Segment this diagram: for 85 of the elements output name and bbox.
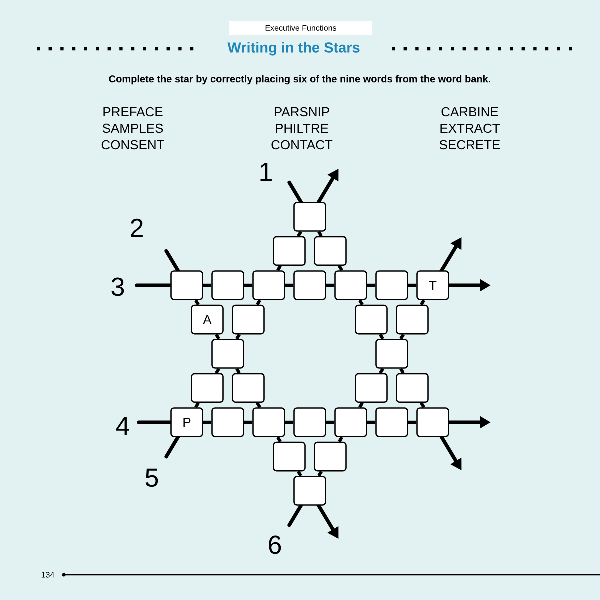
connector-bar — [358, 402, 364, 408]
connector-bar — [338, 265, 344, 272]
letter-box — [252, 270, 286, 300]
connector-bar — [256, 402, 262, 408]
connector-bar — [244, 420, 253, 424]
letter-box — [170, 270, 204, 300]
connector-bar — [379, 368, 384, 374]
word-bank-word: EXTRACT — [440, 124, 500, 134]
connector-bar — [236, 368, 241, 374]
connector-bar — [326, 284, 335, 288]
letter-box — [376, 270, 408, 300]
letter-box — [416, 408, 450, 438]
connector-bar — [420, 300, 426, 306]
letter-box — [273, 236, 306, 266]
letter-box — [232, 373, 265, 404]
title: Writing in the Stars — [228, 42, 360, 56]
letter-box — [294, 270, 326, 300]
connector-bar — [244, 284, 253, 288]
letter-box — [294, 476, 326, 506]
connector-bar — [194, 300, 200, 306]
connector-bar — [256, 300, 262, 306]
letter-box — [376, 339, 408, 369]
letter-box — [212, 270, 244, 300]
letter-box — [334, 408, 368, 438]
clue-number: 4 — [116, 417, 130, 435]
letter-box — [355, 304, 388, 335]
connector-bar — [400, 334, 405, 340]
connector-bar — [318, 470, 323, 477]
letter-box — [212, 339, 244, 369]
connector-bar — [285, 420, 294, 424]
word-bank-word: CONSENT — [102, 140, 164, 150]
connector-bar — [285, 284, 294, 288]
connector-bar — [408, 420, 417, 424]
connector-bar — [203, 420, 212, 424]
letter-box — [314, 442, 347, 472]
page-number: 134 — [42, 572, 54, 578]
connector-bar — [215, 334, 220, 340]
connector-bar — [297, 470, 302, 477]
letter-box — [191, 373, 224, 404]
connector-bar — [400, 368, 405, 374]
connector-bar — [379, 334, 384, 340]
word-bank-word: PREFACE — [104, 107, 163, 117]
word-bank-word: CARBINE — [442, 107, 498, 117]
letter-box: P — [170, 408, 204, 438]
connector-bar — [194, 402, 200, 408]
connector-bar — [367, 420, 376, 424]
letter-box — [232, 304, 265, 335]
header-tab: Executive Functions — [230, 21, 372, 35]
letter-box — [212, 408, 244, 438]
clue-number: 3 — [112, 278, 124, 296]
letter-box: A — [191, 304, 224, 335]
connector-bar — [367, 284, 376, 288]
letter-box — [252, 408, 286, 438]
connector-bar — [338, 436, 344, 443]
clue-number: 1 — [260, 163, 272, 181]
word-bank-word: SECRETE — [440, 140, 500, 150]
connector-bar — [215, 368, 220, 374]
letter-box — [314, 236, 347, 266]
clue-number: 5 — [146, 468, 158, 488]
instruction: Complete the star by correctly placing six of the nine words from the word bank. — [109, 75, 490, 85]
word-bank-word: PARSNIP — [275, 107, 330, 117]
letter-box — [294, 202, 326, 232]
letter-box — [355, 373, 388, 404]
connector-bar — [297, 231, 302, 238]
clue-number: 2 — [131, 218, 143, 238]
letter-box — [273, 442, 306, 472]
letter-box — [396, 304, 429, 335]
word-bank-word: SAMPLES — [102, 124, 164, 134]
connector-bar — [420, 402, 426, 408]
letter-box — [376, 408, 408, 438]
letter-box — [396, 373, 429, 404]
clue-number: 6 — [269, 536, 282, 554]
letter-box: T — [416, 270, 450, 300]
connector-bar — [276, 436, 282, 443]
connector-bar — [358, 300, 364, 306]
letter-box — [294, 408, 326, 438]
connector-bar — [408, 284, 417, 288]
connector-bar — [326, 420, 335, 424]
word-bank-word: CONTACT — [272, 140, 333, 150]
connector-bar — [203, 284, 212, 288]
connector-bar — [276, 265, 282, 272]
word-bank-word: PHILTRE — [276, 124, 328, 133]
connector-bar — [318, 231, 323, 238]
connector-bar — [236, 334, 241, 340]
letter-box — [334, 270, 368, 300]
